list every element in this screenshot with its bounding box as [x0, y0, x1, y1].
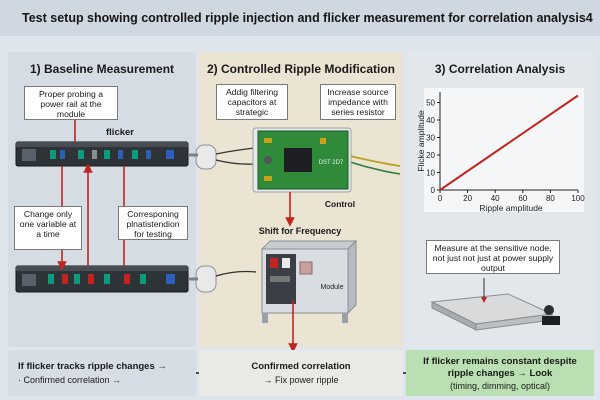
board-chip-text: DST 2D7	[319, 160, 344, 166]
result-confirmed-heading: Confirmed correlation	[251, 361, 351, 372]
wires	[215, 147, 401, 277]
panel-title-ripple: 2) Controlled Ripple Modification	[207, 62, 395, 76]
x-axis-label: Ripple amplitude	[479, 203, 543, 213]
title-bar: Test setup showing controlled ripple inj…	[0, 0, 600, 36]
y-tick-label: 20	[426, 151, 435, 160]
sensor-plate	[430, 278, 560, 331]
y-tick-label: 10	[426, 169, 435, 178]
note-probing: Proper probing a power rail at the modul…	[24, 86, 118, 120]
result-constant-sub: (timing, dimming, optical)	[449, 380, 551, 391]
y-tick-label: 50	[426, 99, 435, 108]
y-tick-label: 30	[426, 134, 435, 143]
connector-upper	[188, 144, 217, 170]
x-tick-label: 40	[491, 194, 500, 203]
result-constant: If flicker remains constant despite ripp…	[406, 350, 594, 396]
note-corresponding: Corresponing plnatistendion for testing	[118, 206, 188, 240]
control-board	[252, 127, 352, 193]
x-tick-label: 80	[546, 194, 555, 203]
result-constant-heading: If flicker remains constant despite ripp…	[423, 355, 577, 379]
note-filter-caps: Addig filtering capacitors at strategic	[216, 84, 288, 120]
note-change-variable: Change only one variable at a time	[14, 206, 82, 250]
x-tick-label: 100	[571, 194, 585, 203]
panel-title-baseline: 1) Baseline Measurement	[29, 62, 175, 76]
chart-background	[424, 88, 584, 212]
result-tracks: If flicker tracks ripple changes → · Con…	[8, 350, 196, 396]
y-tick-label: 0	[431, 186, 436, 195]
series-line	[439, 94, 579, 191]
module-label: Module	[321, 284, 344, 291]
x-tick-label: 60	[518, 194, 527, 203]
result-confirmed: Confirmed correlation → Fix power ripple	[199, 350, 403, 396]
module-enclosure	[260, 239, 358, 323]
flicker-label: flicker	[106, 127, 134, 138]
lower-device-strip	[15, 265, 189, 293]
x-tick-label: 20	[463, 194, 472, 203]
result-confirmed-sub: → Fix power ripple	[263, 375, 339, 385]
panel-title-correlation: 3) Correlation Analysis	[434, 62, 566, 76]
upper-device-strip	[15, 141, 189, 167]
note-source-impedance: Increase source impedance with series re…	[320, 84, 396, 120]
result-tracks-heading: If flicker tracks ripple changes →	[18, 361, 167, 372]
y-tick-label: 40	[426, 116, 435, 125]
connector-lower	[188, 265, 217, 293]
result-tracks-sub: · Confirmed correlation →	[18, 375, 122, 385]
page-title: Test setup showing controlled ripple inj…	[22, 11, 593, 25]
x-tick-label: 0	[438, 194, 443, 203]
shift-frequency-label: Shift for Frequency	[259, 226, 342, 236]
y-axis-label: Flicke amplitude	[416, 110, 426, 172]
board-label: Control	[325, 199, 355, 209]
note-measure-node: Measure at the sensitive node, not just …	[426, 240, 560, 274]
